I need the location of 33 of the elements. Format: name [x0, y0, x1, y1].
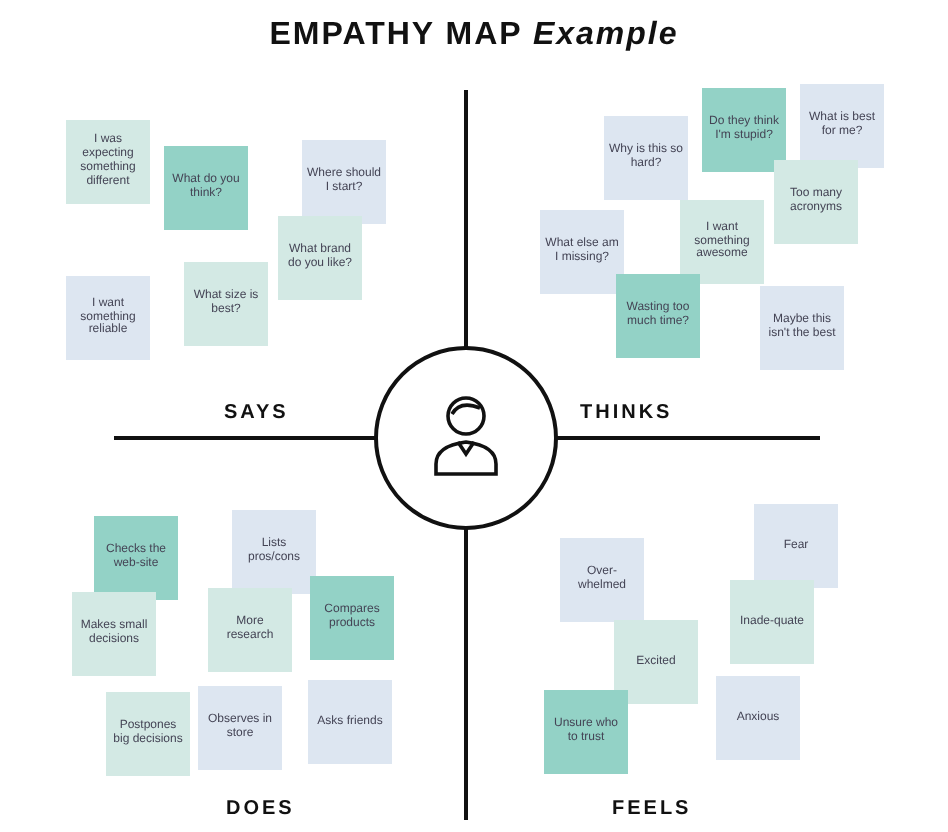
sticky-note: [66, 120, 150, 204]
title: EMPATHY MAP Example: [267, 18, 681, 54]
sticky-note: [760, 286, 844, 370]
sticky-note: [208, 588, 292, 672]
quadrant-label: THINKS: [580, 402, 673, 424]
quadrant-label: FEELS: [612, 798, 692, 820]
sticky-note: [560, 538, 644, 622]
sticky-note: [94, 516, 178, 600]
sticky-note: [754, 504, 838, 588]
sticky-note: [310, 576, 394, 660]
quadrant-label: SAYS: [224, 402, 289, 424]
sticky-note: [106, 692, 190, 776]
sticky-note: [604, 116, 688, 200]
sticky-note: [164, 146, 248, 230]
sticky-note: [232, 510, 316, 594]
sticky-note: [184, 262, 268, 346]
sticky-note: [278, 216, 362, 300]
quadrant-label: DOES: [226, 798, 295, 820]
sticky-note: [540, 210, 624, 294]
sticky-note: [614, 620, 698, 704]
sticky-note: [66, 276, 150, 360]
sticky-note: [302, 140, 386, 224]
sticky-note: [308, 680, 392, 764]
sticky-note: [616, 274, 700, 358]
sticky-note: [72, 592, 156, 676]
sticky-note: [680, 200, 764, 284]
sticky-note: [544, 690, 628, 774]
sticky-note: [800, 84, 884, 168]
sticky-note: [730, 580, 814, 664]
sticky-note: [198, 686, 282, 770]
sticky-note: [774, 160, 858, 244]
sticky-note: [702, 88, 786, 172]
sticky-note: [716, 676, 800, 760]
